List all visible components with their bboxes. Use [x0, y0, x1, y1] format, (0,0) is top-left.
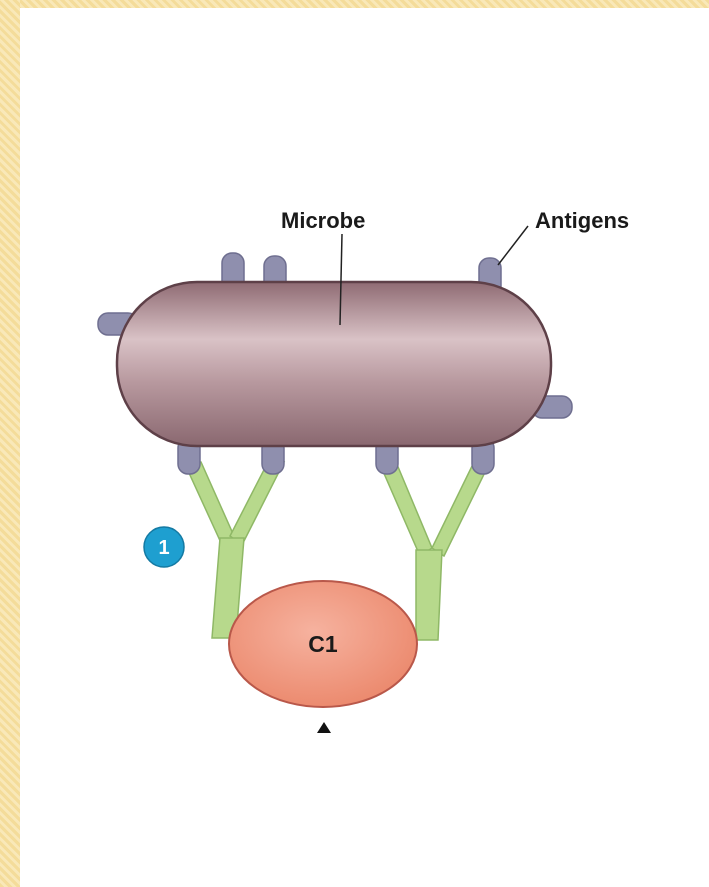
microbe-label: Microbe: [281, 208, 365, 233]
c1-label: C1: [308, 631, 338, 657]
antigens-label: Antigens: [535, 208, 629, 233]
arrowhead-icon: [317, 722, 331, 733]
step-number: 1: [158, 537, 169, 559]
microbe-body: [117, 282, 551, 446]
antigens-leader-line: [498, 226, 528, 265]
